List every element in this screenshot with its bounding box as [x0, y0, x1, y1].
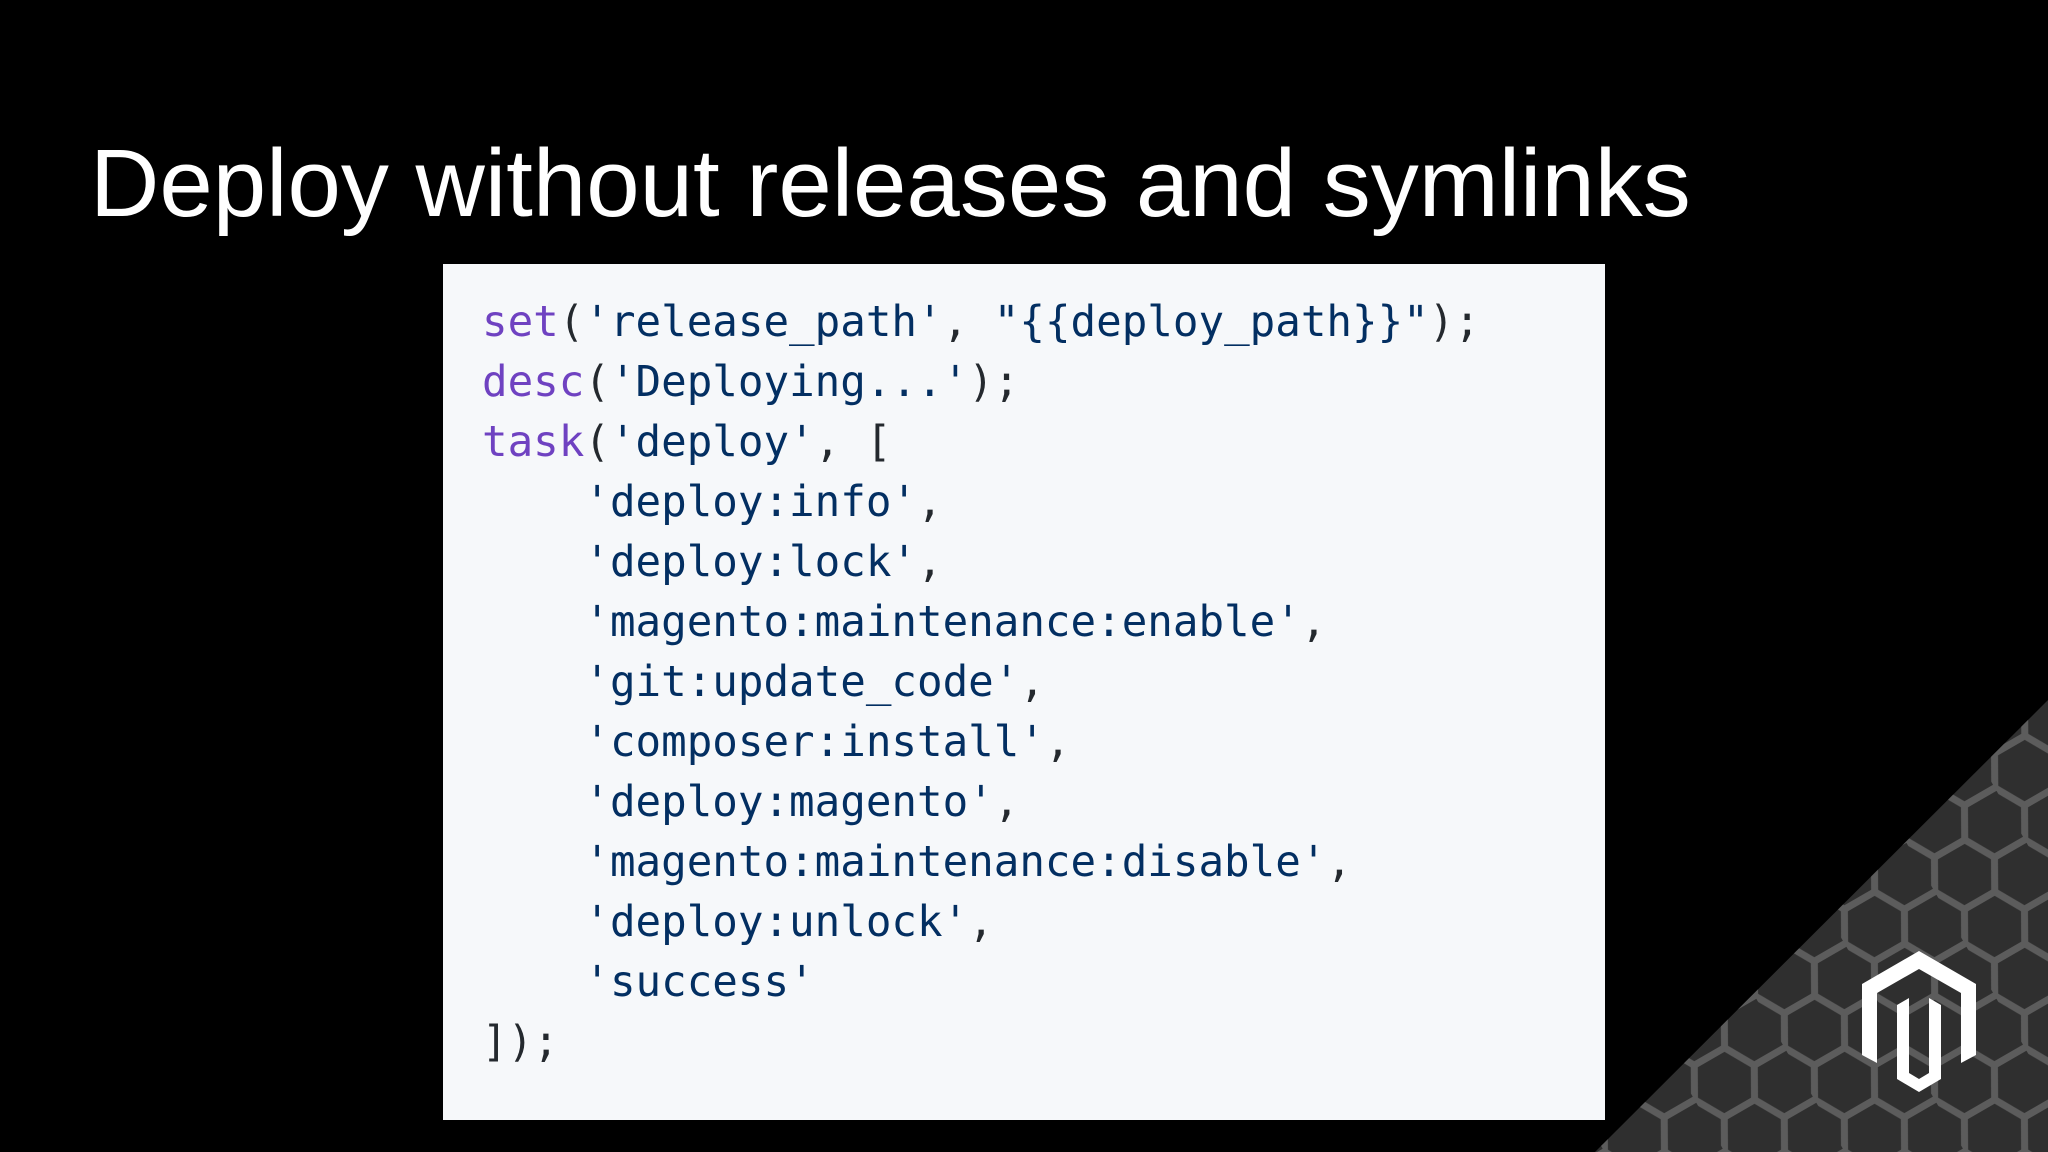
code-punctuation: , — [1300, 598, 1327, 647]
code-line-task: task('deploy', [ — [482, 413, 1605, 473]
code-string: 'deploy:lock' — [584, 538, 917, 587]
code-line-task-item: 'deploy:magento', — [482, 773, 1605, 833]
code-line-task-item: 'git:update_code', — [482, 653, 1605, 713]
code-line-task-item: 'deploy:lock', — [482, 533, 1605, 593]
code-line-task-item: 'success' — [482, 953, 1605, 1013]
code-indent — [482, 658, 584, 707]
code-indent — [482, 898, 584, 947]
magento-logo-icon — [1862, 951, 1976, 1092]
code-indent — [482, 598, 584, 647]
code-punctuation: , — [993, 778, 1020, 827]
code-string: 'magento:maintenance:disable' — [584, 838, 1327, 887]
code-block: set('release_path', "{{deploy_path}}");d… — [443, 264, 1605, 1120]
code-punctuation: ( — [584, 418, 610, 467]
code-indent — [482, 778, 584, 827]
code-punctuation: ]); — [482, 1018, 559, 1067]
code-line-set: set('release_path', "{{deploy_path}}"); — [482, 293, 1605, 353]
code-line-desc: desc('Deploying...'); — [482, 353, 1605, 413]
code-string: "{{deploy_path}}" — [993, 298, 1429, 347]
code-punctuation: , — [942, 298, 994, 347]
code-string: 'deploy:info' — [584, 478, 917, 527]
code-punctuation: , — [1019, 658, 1045, 707]
code-line-task-item: 'deploy:info', — [482, 473, 1605, 533]
code-line-task-item: 'magento:maintenance:disable', — [482, 833, 1605, 893]
code-string: 'release_path' — [584, 298, 943, 347]
code-punctuation: , — [968, 898, 994, 947]
code-indent — [482, 838, 584, 887]
code-string: 'composer:install' — [584, 718, 1045, 767]
code-string: 'git:update_code' — [584, 658, 1020, 707]
code-line-task-item: 'composer:install', — [482, 713, 1605, 773]
code-string: 'deploy' — [609, 418, 815, 467]
code-punctuation: ( — [558, 298, 585, 347]
code-string: 'success' — [584, 958, 815, 1007]
code-punctuation: , — [917, 538, 943, 587]
code-indent — [482, 478, 584, 527]
slide-title: Deploy without releases and symlinks — [90, 130, 1691, 237]
code-line-closing: ]); — [482, 1013, 1605, 1073]
code-punctuation: , — [917, 478, 943, 527]
task-list: 'deploy:info', 'deploy:lock', 'magento:m… — [482, 473, 1605, 1013]
code-punctuation: ( — [584, 358, 610, 407]
hexagon-pattern — [1595, 700, 2048, 1152]
code-punctuation: , — [1326, 838, 1352, 887]
code-string: 'Deploying...' — [609, 358, 969, 407]
code-line-task-item: 'deploy:unlock', — [482, 893, 1605, 953]
code-indent — [482, 718, 584, 767]
code-line-task-item: 'magento:maintenance:enable', — [482, 593, 1605, 653]
code-function-name: desc — [482, 358, 585, 407]
code-indent — [482, 538, 584, 587]
code-string: 'deploy:magento' — [584, 778, 994, 827]
code-punctuation: ); — [968, 358, 1020, 407]
code-punctuation: ); — [1428, 298, 1480, 347]
code-function-name: task — [482, 418, 585, 467]
code-string: 'magento:maintenance:enable' — [584, 598, 1301, 647]
code-text: set('release_path', "{{deploy_path}}");d… — [482, 293, 1605, 1073]
code-string: 'deploy:unlock' — [584, 898, 969, 947]
code-punctuation: , [ — [814, 418, 892, 467]
code-function-name: set — [482, 298, 559, 347]
code-punctuation: , — [1044, 718, 1071, 767]
code-indent — [482, 958, 584, 1007]
